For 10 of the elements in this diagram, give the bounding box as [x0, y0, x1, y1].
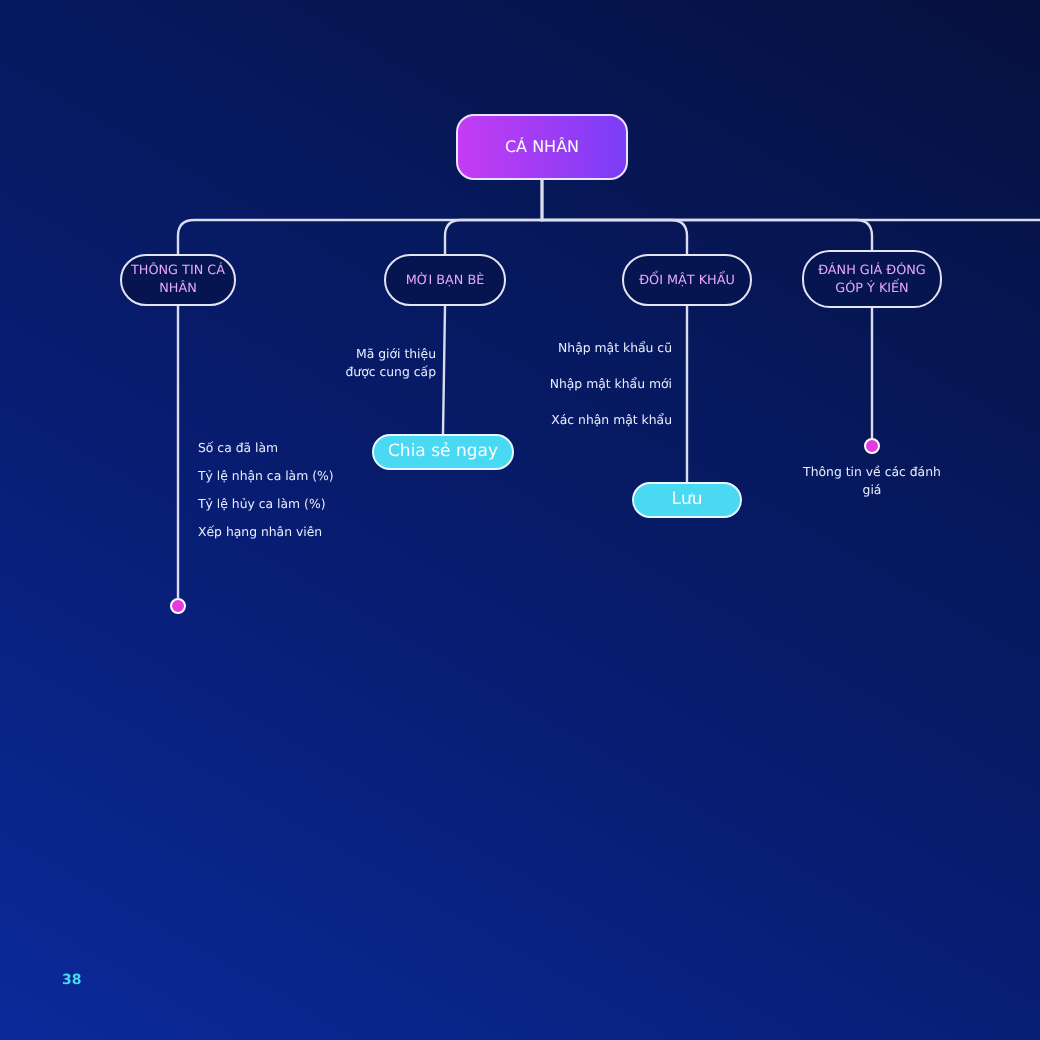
connector-line — [870, 308, 874, 438]
connector-line — [685, 306, 689, 482]
connector-line — [441, 305, 447, 435]
action-button: Chia sẻ ngay — [372, 434, 514, 470]
action-button: Lưu — [632, 482, 742, 518]
connector-line — [176, 306, 180, 598]
end-dot — [170, 598, 186, 614]
root-box: CÁ NHÂN — [456, 114, 628, 180]
end-dot — [864, 438, 880, 454]
connector-line — [540, 180, 1040, 222]
